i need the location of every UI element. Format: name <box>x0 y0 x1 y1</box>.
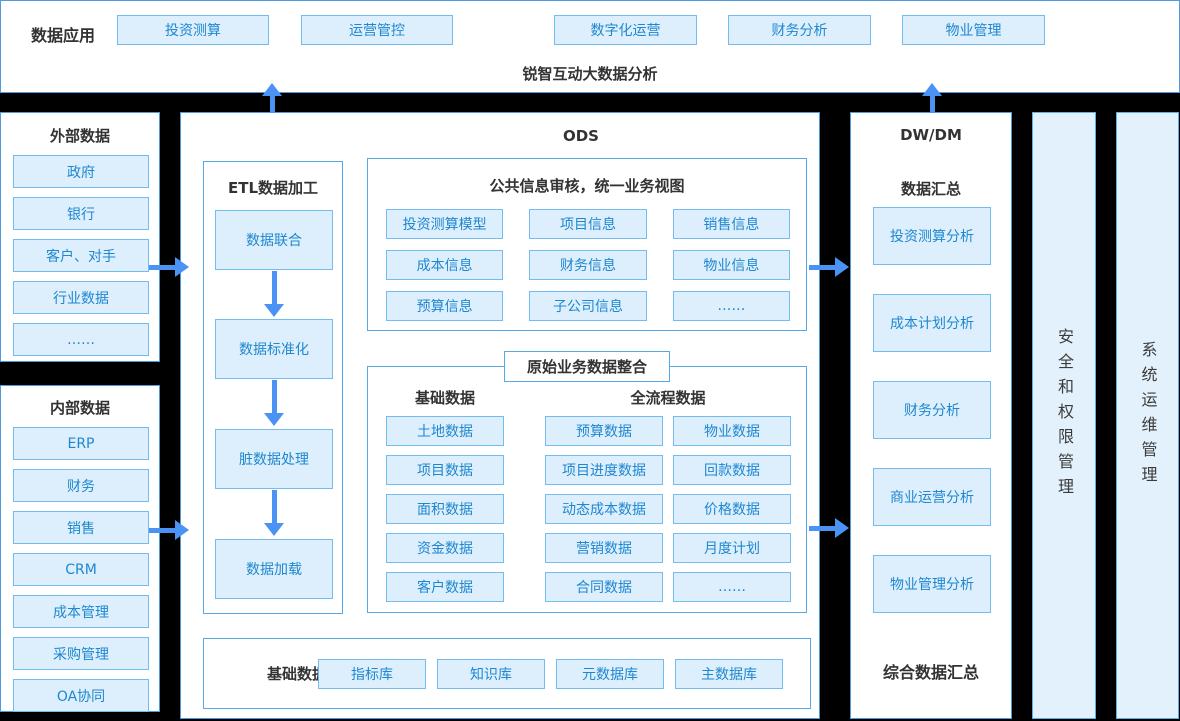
common-info-title: 公共信息审核，统一业务视图 <box>489 177 685 195</box>
full-process-item-more: …… <box>673 572 791 602</box>
etl-step: 数据标准化 <box>215 319 333 379</box>
dwdm-panel: DW/DM 数据汇总 投资测算分析 成本计划分析 财务分析 商业运营分析 物业管… <box>850 112 1012 719</box>
data-application-bar: 数据应用 投资测算 运营管控 数字化运营 财务分析 物业管理 锐智互动大数据分析 <box>0 0 1180 93</box>
basic-data-column: 土地数据 项目数据 面积数据 资金数据 客户数据 <box>386 416 504 602</box>
common-info-item-more: …… <box>672 291 790 321</box>
full-process-item: 物业数据 <box>673 416 791 446</box>
basic-data-item: 面积数据 <box>386 494 504 524</box>
ods-title: ODS <box>562 127 599 145</box>
basic-data-item: 土地数据 <box>386 416 504 446</box>
base-db-item: 指标库 <box>318 659 426 689</box>
app-box-property-management: 物业管理 <box>902 15 1045 45</box>
etl-title: ETL数据加工 <box>227 179 319 197</box>
system-ops-label: 系统运维管理 <box>1138 340 1158 491</box>
external-data-item: 客户、对手 <box>13 239 149 272</box>
flow-arrow-down-icon <box>264 271 284 318</box>
base-db-item: 元数据库 <box>556 659 664 689</box>
app-box-operation-control: 运营管控 <box>301 15 453 45</box>
dwdm-item: 物业管理分析 <box>873 555 991 613</box>
common-info-item: 销售信息 <box>672 209 790 239</box>
common-info-item: 投资测算模型 <box>386 209 504 239</box>
data-application-label: 数据应用 <box>31 26 96 45</box>
common-info-item: 成本信息 <box>386 250 504 280</box>
internal-data-item: 成本管理 <box>13 595 149 628</box>
full-process-header: 全流程数据 <box>630 389 706 407</box>
app-box-financial-analysis: 财务分析 <box>728 15 871 45</box>
base-db-item: 主数据库 <box>675 659 783 689</box>
basic-data-item: 客户数据 <box>386 572 504 602</box>
common-info-item: 子公司信息 <box>529 291 647 321</box>
full-process-grid: 预算数据 物业数据 项目进度数据 回款数据 动态成本数据 价格数据 营销数据 月… <box>545 416 791 602</box>
external-data-item-more: …… <box>13 323 149 356</box>
flow-arrow-up-icon <box>922 83 942 113</box>
flow-arrow-right-icon <box>809 257 849 277</box>
full-process-item: 营销数据 <box>545 533 663 563</box>
external-data-item: 银行 <box>13 197 149 230</box>
common-info-box: 公共信息审核，统一业务视图 投资测算模型 项目信息 销售信息 成本信息 财务信息… <box>367 158 807 331</box>
basic-data-item: 项目数据 <box>386 455 504 485</box>
common-info-item: 预算信息 <box>386 291 504 321</box>
full-process-item: 项目进度数据 <box>545 455 663 485</box>
common-info-grid: 投资测算模型 项目信息 销售信息 成本信息 财务信息 物业信息 预算信息 子公司… <box>386 209 790 321</box>
security-permission-bar: 安全和权限管理 <box>1032 112 1096 719</box>
internal-data-item: CRM <box>13 553 149 586</box>
app-box-digital-operation: 数字化运营 <box>554 15 697 45</box>
raw-integration-box: 原始业务数据整合 基础数据 全流程数据 土地数据 项目数据 面积数据 资金数据 … <box>367 351 807 613</box>
full-process-item: 月度计划 <box>673 533 791 563</box>
internal-data-item: ERP <box>13 427 149 460</box>
flow-arrow-right-icon <box>149 257 189 277</box>
etl-step: 数据联合 <box>215 210 333 270</box>
basic-data-header: 基础数据 <box>414 389 475 407</box>
etl-step: 脏数据处理 <box>215 429 333 489</box>
raw-integration-title: 原始业务数据整合 <box>503 351 671 382</box>
internal-data-item: OA协同 <box>13 679 149 712</box>
dwdm-item: 商业运营分析 <box>873 468 991 526</box>
external-data-item: 行业数据 <box>13 281 149 314</box>
data-summary-header: 数据汇总 <box>900 180 961 198</box>
dwdm-item: 成本计划分析 <box>873 294 991 352</box>
app-box-investment-calc: 投资测算 <box>117 15 269 45</box>
common-info-item: 财务信息 <box>529 250 647 280</box>
full-process-item: 回款数据 <box>673 455 791 485</box>
internal-data-item: 采购管理 <box>13 637 149 670</box>
full-process-item: 价格数据 <box>673 494 791 524</box>
etl-box: ETL数据加工 数据联合 数据标准化 脏数据处理 数据加载 <box>203 161 343 614</box>
flow-arrow-down-icon <box>264 380 284 428</box>
ods-panel: ODS ETL数据加工 数据联合 数据标准化 脏数据处理 数据加载 公共信息审核… <box>180 112 820 719</box>
external-data-panel: 外部数据 政府 银行 客户、对手 行业数据 …… <box>0 112 160 362</box>
flow-arrow-right-icon <box>809 518 849 538</box>
external-data-title: 外部数据 <box>49 127 110 145</box>
full-process-item: 合同数据 <box>545 572 663 602</box>
base-db-row: 指标库 知识库 元数据库 主数据库 <box>318 659 783 689</box>
internal-data-title: 内部数据 <box>49 399 110 417</box>
dwdm-item: 投资测算分析 <box>873 207 991 265</box>
comprehensive-summary-label: 综合数据汇总 <box>882 663 979 682</box>
flow-arrow-right-icon <box>149 520 189 540</box>
security-permission-label: 安全和权限管理 <box>1055 328 1074 503</box>
dwdm-item: 财务分析 <box>873 381 991 439</box>
etl-step: 数据加载 <box>215 539 333 599</box>
flow-arrow-up-icon <box>262 83 282 113</box>
external-data-item: 政府 <box>13 155 149 188</box>
flow-arrow-down-icon <box>264 490 284 538</box>
platform-caption: 锐智互动大数据分析 <box>522 65 658 83</box>
common-info-item: 项目信息 <box>529 209 647 239</box>
full-process-item: 预算数据 <box>545 416 663 446</box>
internal-data-item: 销售 <box>13 511 149 544</box>
full-process-item: 动态成本数据 <box>545 494 663 524</box>
common-info-item: 物业信息 <box>672 250 790 280</box>
internal-data-panel: 内部数据 ERP 财务 销售 CRM 成本管理 采购管理 OA协同 <box>0 385 160 712</box>
dwdm-title: DW/DM <box>900 126 962 144</box>
base-db-item: 知识库 <box>437 659 545 689</box>
system-ops-bar: 系统运维管理 <box>1116 112 1179 719</box>
base-db-box: 基础数据库 指标库 知识库 元数据库 主数据库 <box>203 638 811 709</box>
internal-data-item: 财务 <box>13 469 149 502</box>
basic-data-item: 资金数据 <box>386 533 504 563</box>
